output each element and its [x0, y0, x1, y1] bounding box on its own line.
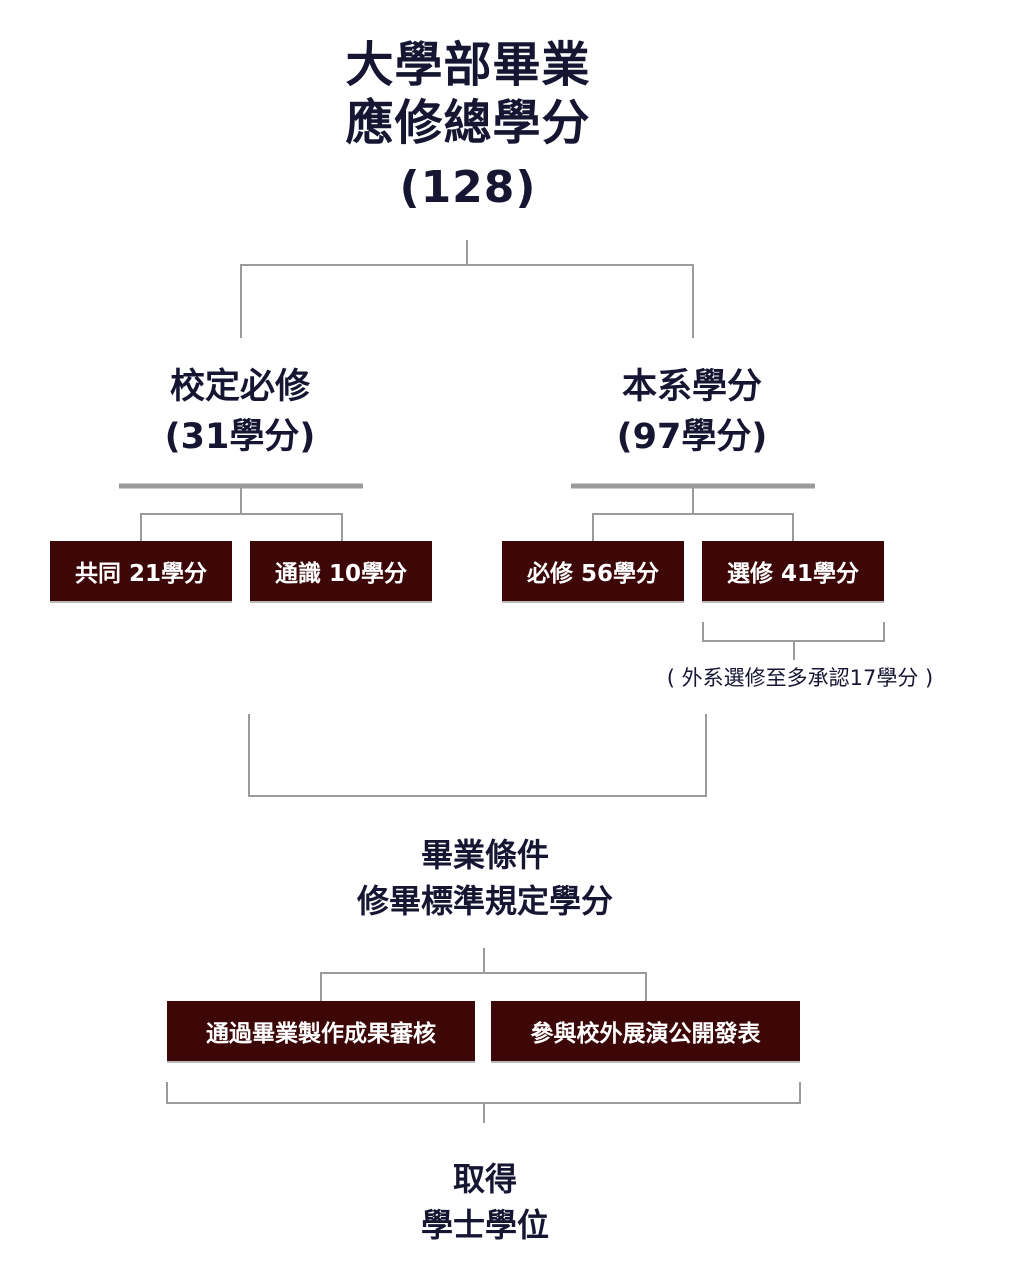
required-credits-box: 必修 56學分: [502, 541, 684, 601]
public-exhibition-box: 參與校外展演公開發表: [491, 1001, 800, 1061]
heading-line-1: 大學部畢業: [345, 37, 591, 93]
connector-graduation-split: [320, 948, 647, 1001]
total-credits-value: (128): [399, 162, 537, 213]
elective-bracket: [702, 622, 885, 660]
connector-merge: [248, 714, 707, 797]
connector-bottom-bracket: [166, 1082, 801, 1123]
department-credits: (97學分): [616, 417, 768, 457]
department-credits-heading: 本系學分 (97學分): [562, 362, 822, 462]
degree-line-1: 取得: [452, 1160, 517, 1198]
total-credits-heading: 大學部畢業 應修總學分 (128): [313, 36, 623, 216]
degree-heading: 取得 學士學位: [340, 1156, 630, 1248]
connector-school-split: [140, 487, 343, 541]
school-required-heading: 校定必修 (31學分): [110, 362, 370, 462]
department-title: 本系學分: [621, 367, 762, 407]
elective-credits-box: 選修 41學分: [702, 541, 884, 601]
school-required-title: 校定必修: [169, 367, 310, 407]
graduation-conditions-heading: 畢業條件 修畢標準規定學分: [290, 832, 680, 924]
graduation-project-review-box: 通過畢業製作成果審核: [167, 1001, 475, 1061]
graduation-title: 畢業條件: [420, 836, 549, 874]
elective-note: ( 外系選修至多承認17學分 ): [666, 666, 934, 690]
general-education-box: 通識 10學分: [250, 541, 432, 601]
graduation-subtitle: 修畢標準規定學分: [356, 882, 613, 920]
heading-line-2: 應修總學分: [345, 95, 591, 151]
degree-line-2: 學士學位: [420, 1206, 549, 1244]
school-required-credits: (31學分): [164, 417, 316, 457]
common-credits-box: 共同 21學分: [50, 541, 232, 601]
connector-top-split: [240, 240, 694, 338]
connector-dept-split: [592, 487, 794, 541]
